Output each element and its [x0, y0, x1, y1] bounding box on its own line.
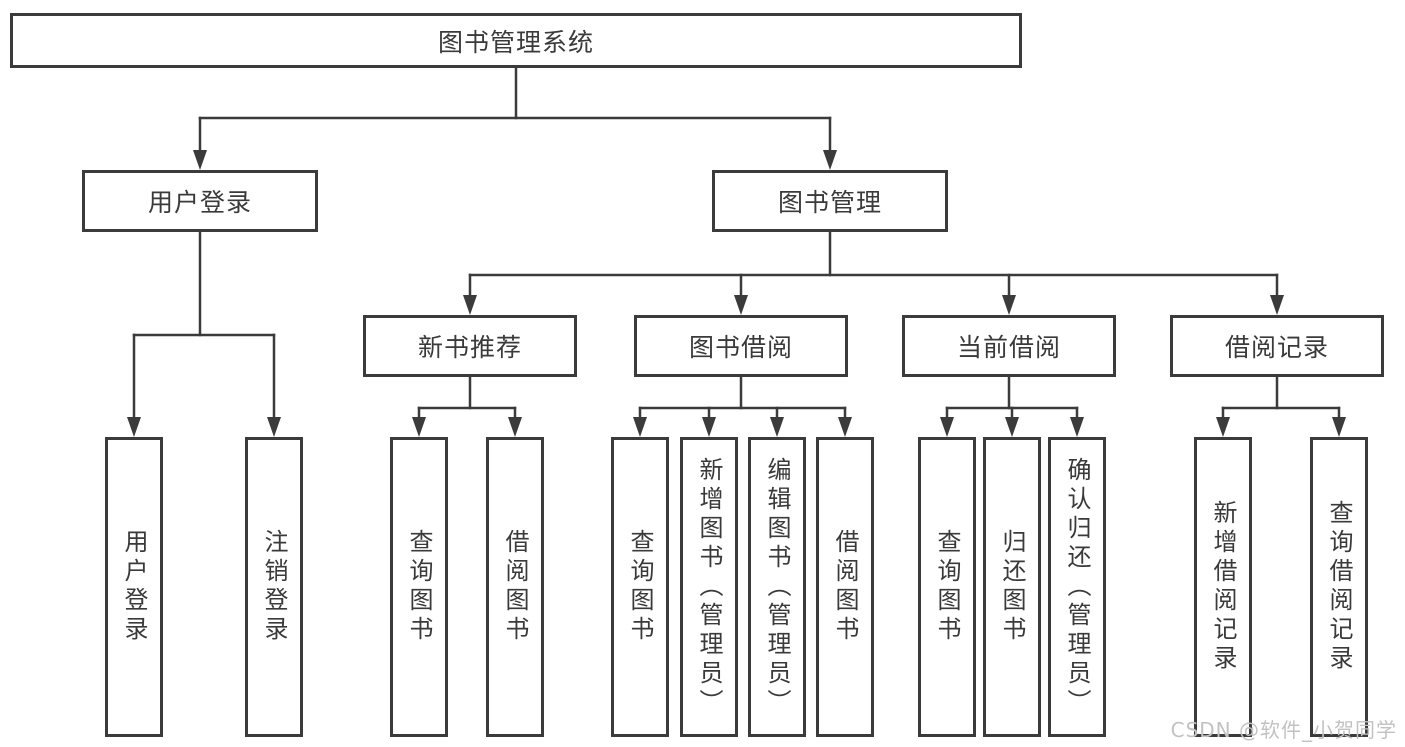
node-borrow-borrow-books: 借阅图书: [816, 437, 874, 737]
connector-book-management-children: [463, 230, 1284, 315]
connector-user-login-children: [127, 230, 281, 437]
arrow-down-icon: [267, 417, 281, 437]
node-root: 图书管理系统: [10, 13, 1022, 68]
arrow-down-icon: [1332, 417, 1346, 437]
arrow-down-icon: [463, 295, 477, 315]
connector-new-book-recommend-children: [412, 375, 522, 437]
node-book-borrowing: 图书借阅: [634, 315, 848, 377]
connector-root-to-level2: [193, 66, 837, 170]
node-borrow-edit-books-admin: 编辑图书（管理员）: [748, 437, 806, 737]
node-records-add-record-label: 新增借阅记录: [1209, 500, 1237, 674]
node-current-borrowing: 当前借阅: [902, 315, 1116, 377]
node-borrow-query-books: 查询图书: [611, 437, 669, 737]
arrow-down-icon: [1002, 295, 1016, 315]
arrow-down-icon: [1070, 417, 1084, 437]
node-user-login-label: 用户登录: [147, 188, 252, 217]
node-user-login: 用户登录: [82, 170, 318, 232]
node-recommend-query-books-label: 查询图书: [405, 529, 433, 645]
connector-current-borrowing-children: [940, 375, 1084, 437]
node-borrow-add-books-admin-label: 新增图书（管理员）: [695, 456, 723, 718]
node-recommend-borrow-books-label: 借阅图书: [501, 529, 529, 645]
arrow-down-icon: [127, 417, 141, 437]
node-current-confirm-return-admin-label: 确认归还（管理员）: [1063, 456, 1091, 718]
node-current-return-books-label: 归还图书: [998, 529, 1026, 645]
node-borrowing-records-label: 借阅记录: [1224, 333, 1329, 362]
node-borrowing-records: 借阅记录: [1170, 315, 1384, 377]
node-current-query-books-label: 查询图书: [933, 529, 961, 645]
arrow-down-icon: [633, 417, 647, 437]
connector-book-borrowing-children: [633, 375, 852, 437]
arrow-down-icon: [702, 417, 716, 437]
node-borrow-borrow-books-label: 借阅图书: [831, 529, 859, 645]
arrow-down-icon: [508, 417, 522, 437]
arrow-down-icon: [770, 417, 784, 437]
csdn-watermark: CSDN @软件_小贺同学: [1170, 718, 1397, 742]
arrow-down-icon: [1270, 295, 1284, 315]
node-borrow-query-books-label: 查询图书: [626, 529, 654, 645]
node-recommend-query-books: 查询图书: [390, 437, 448, 737]
node-current-return-books: 归还图书: [983, 437, 1041, 737]
node-records-query-record-label: 查询借阅记录: [1325, 500, 1353, 674]
arrow-down-icon: [1005, 417, 1019, 437]
arrow-down-icon: [940, 417, 954, 437]
arrow-down-icon: [193, 150, 207, 170]
node-borrow-edit-books-admin-label: 编辑图书（管理员）: [763, 456, 791, 718]
node-book-management-label: 图书管理: [777, 188, 882, 217]
node-current-query-books: 查询图书: [918, 437, 976, 737]
node-login-user: 用户登录: [105, 437, 163, 737]
arrow-down-icon: [823, 150, 837, 170]
node-records-query-record: 查询借阅记录: [1310, 437, 1368, 737]
node-current-confirm-return-admin: 确认归还（管理员）: [1048, 437, 1106, 737]
node-login-logout-label: 注销登录: [260, 529, 288, 645]
node-recommend-borrow-books: 借阅图书: [486, 437, 544, 737]
node-root-label: 图书管理系统: [437, 27, 594, 57]
node-login-logout: 注销登录: [245, 437, 303, 737]
arrow-down-icon: [1216, 417, 1230, 437]
connector-borrowing-records-children: [1216, 375, 1346, 437]
node-login-user-label: 用户登录: [120, 529, 148, 645]
node-borrow-add-books-admin: 新增图书（管理员）: [680, 437, 738, 737]
arrow-down-icon: [734, 295, 748, 315]
node-records-add-record: 新增借阅记录: [1194, 437, 1252, 737]
arrow-down-icon: [412, 417, 426, 437]
node-new-book-recommend-label: 新书推荐: [417, 333, 522, 362]
arrow-down-icon: [838, 417, 852, 437]
node-book-management: 图书管理: [712, 170, 948, 232]
node-book-borrowing-label: 图书借阅: [688, 333, 793, 362]
node-new-book-recommend: 新书推荐: [363, 315, 577, 377]
node-current-borrowing-label: 当前借阅: [956, 333, 1061, 362]
